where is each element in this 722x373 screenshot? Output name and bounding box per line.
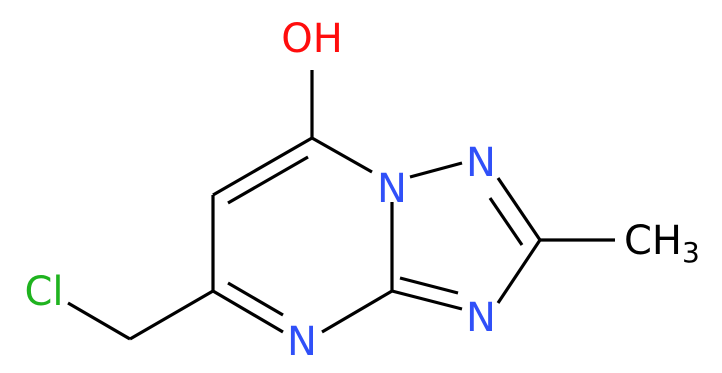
atom-n-triazole-upper: N xyxy=(466,140,496,186)
atom-n-triazole-lower: N xyxy=(466,295,496,341)
bond-nupper-c2 xyxy=(496,177,542,241)
bond-c7-c6-inner xyxy=(227,155,309,205)
atom-methyl: CH3 xyxy=(624,218,700,269)
bond-c5-ch2 xyxy=(129,289,214,341)
atom-hydroxyl: OH xyxy=(281,16,343,62)
bond-nlower-c2 xyxy=(496,239,542,304)
atom-labels: OH N N N N Cl CH3 xyxy=(24,16,699,365)
bonds xyxy=(67,70,615,341)
bond-nupper-c2-inner xyxy=(488,197,524,246)
atom-methyl-main: CH xyxy=(624,218,682,264)
bond-c7-nbridge xyxy=(311,136,373,174)
bond-c5-npyr xyxy=(212,289,284,334)
atom-chlorine: Cl xyxy=(24,269,63,315)
atom-methyl-subscript: 3 xyxy=(682,236,700,269)
bond-npyr-c8a xyxy=(321,289,393,334)
bond-nbridge-nupper xyxy=(409,161,463,179)
bond-c7-c6 xyxy=(212,136,313,197)
atom-n-pyrimidine: N xyxy=(287,319,317,365)
bond-ch2-cl xyxy=(67,301,131,341)
atom-n-bridge: N xyxy=(377,166,407,212)
bond-c8a-nlower-inner xyxy=(399,276,459,295)
bond-c8a-nlower xyxy=(391,289,463,311)
bond-c5-npyr-inner xyxy=(227,281,284,317)
